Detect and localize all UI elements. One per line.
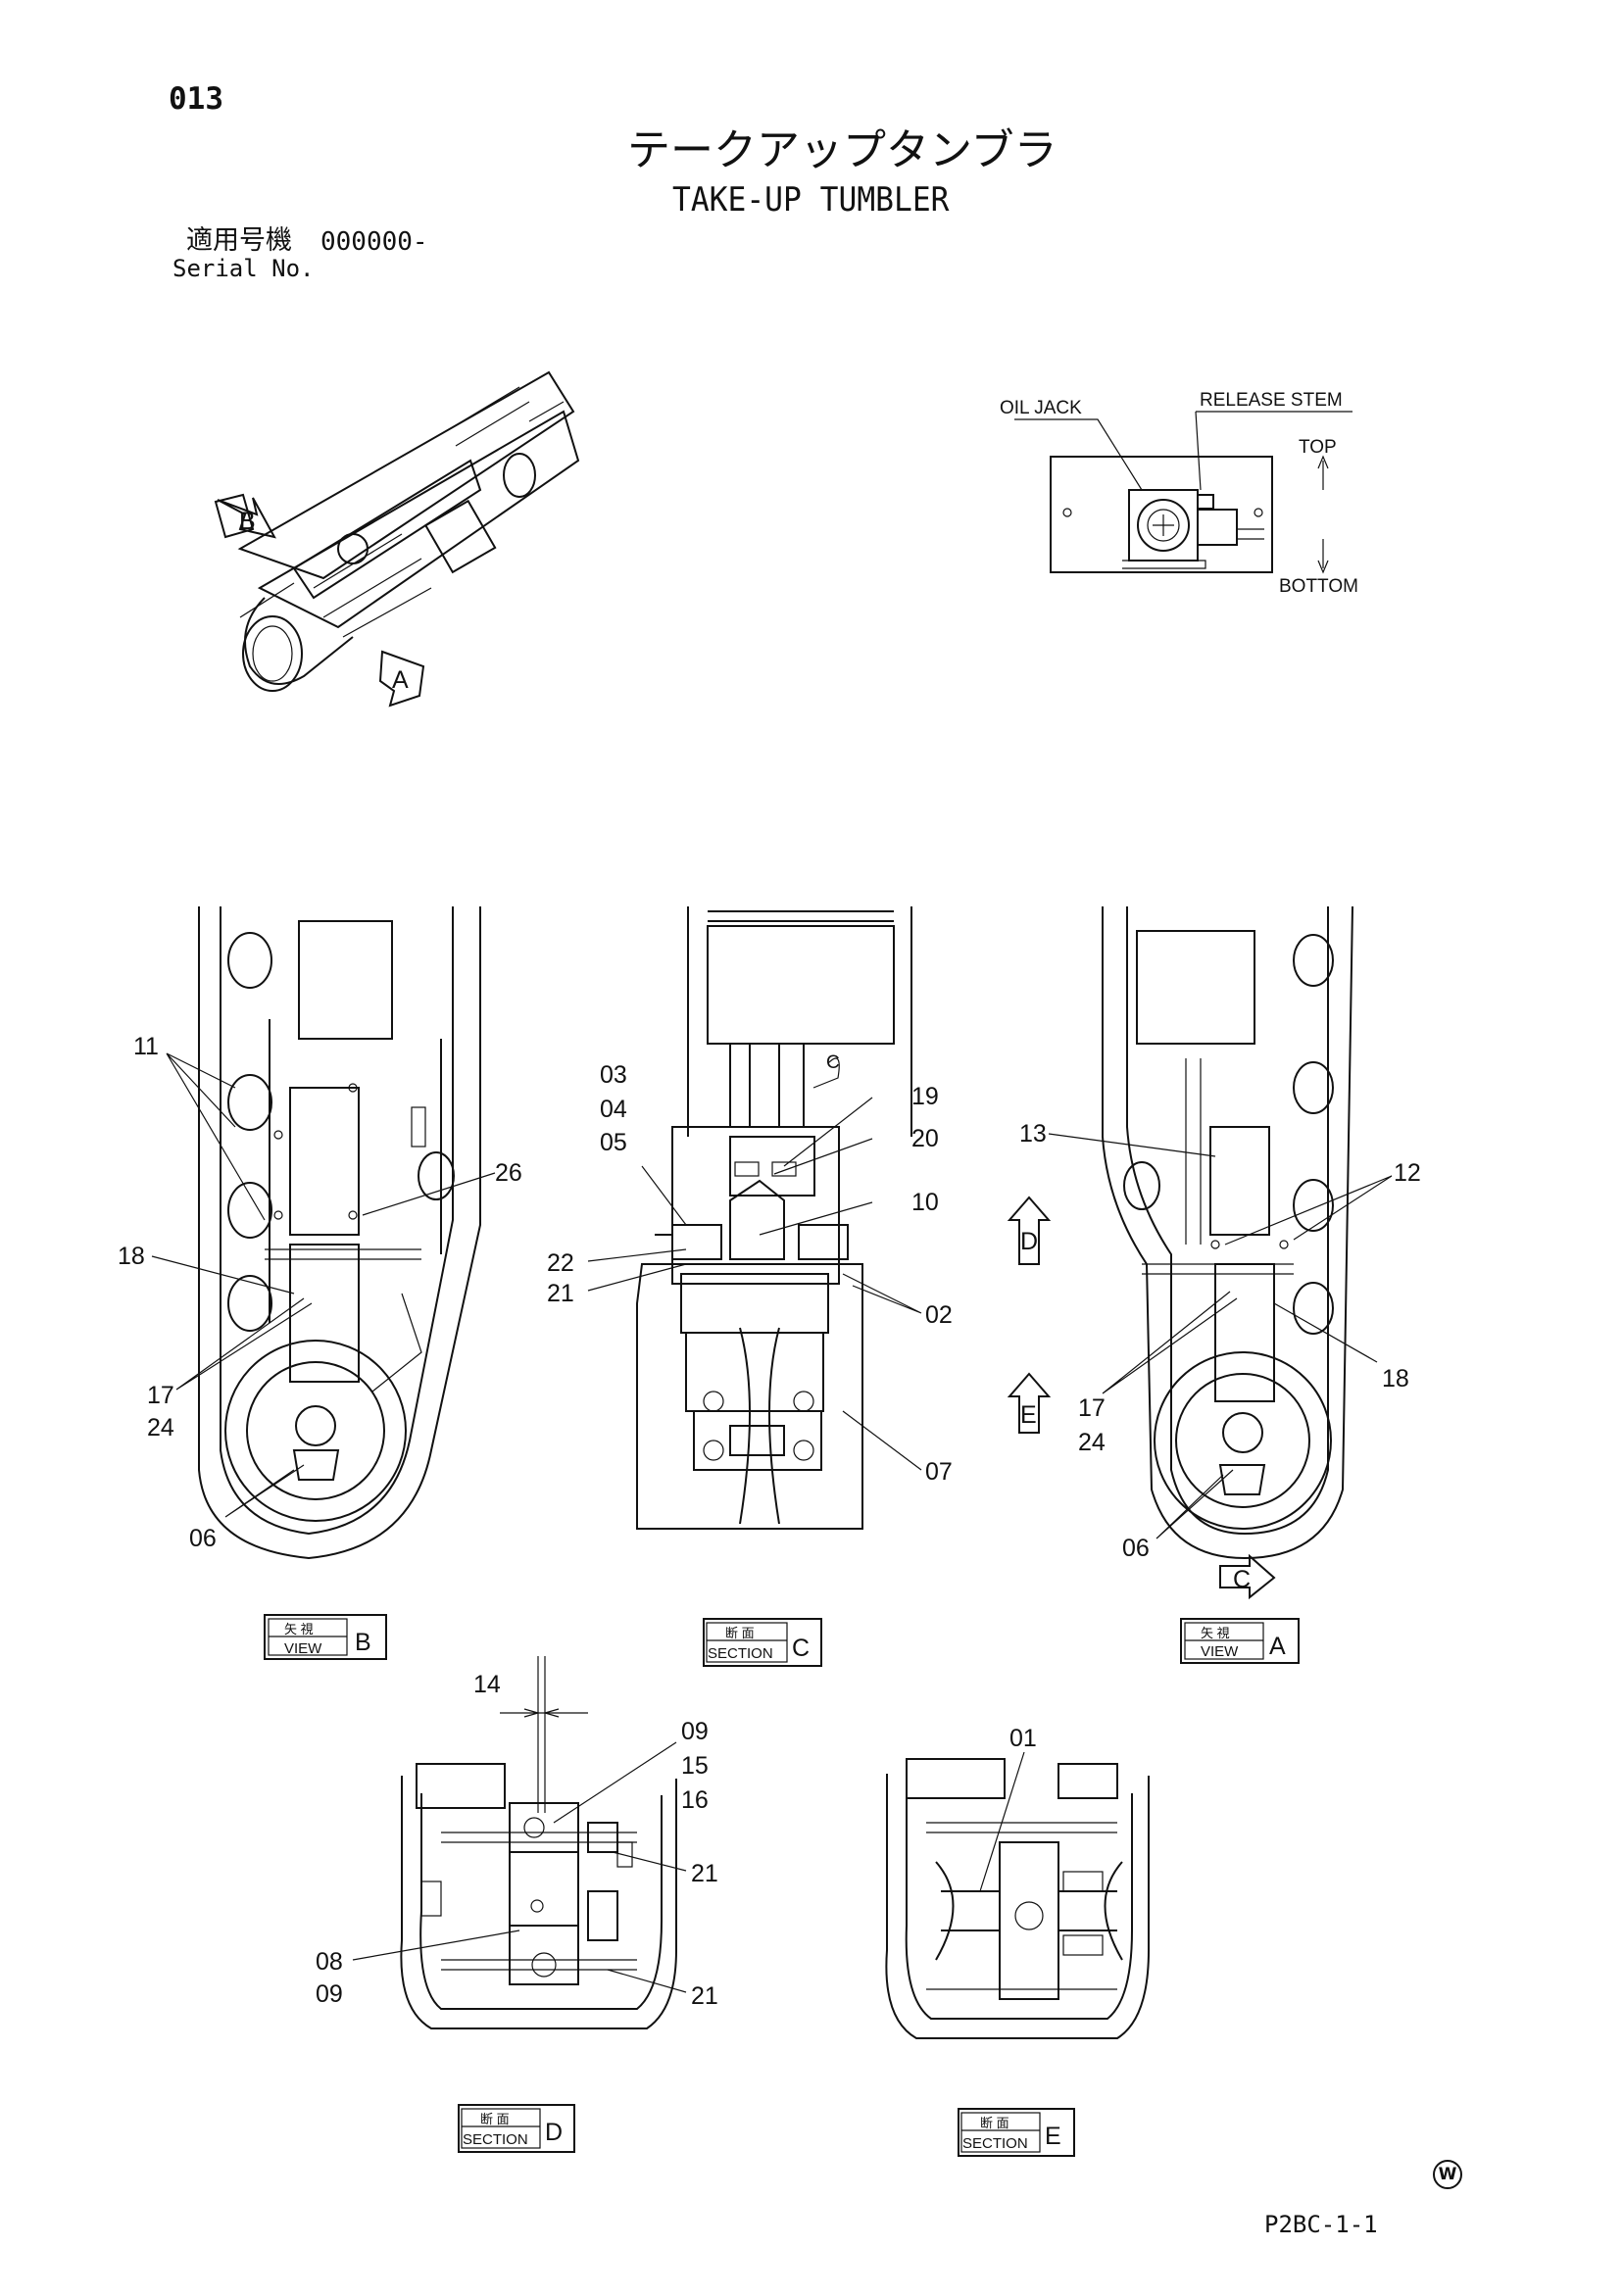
svg-text:E: E	[1020, 1401, 1037, 1429]
svg-text:C: C	[792, 1635, 810, 1662]
section-e-drawing: 01	[885, 1725, 1150, 2039]
svg-text:C: C	[1233, 1566, 1251, 1593]
label-24: 24	[1078, 1429, 1106, 1456]
section-d-drawing: 14 09 15 16 21 08 09 21	[316, 1656, 718, 2029]
label-14: 14	[473, 1671, 501, 1698]
label-bottom: BOTTOM	[1279, 576, 1358, 597]
view-arrow-c: C	[1219, 1553, 1276, 1600]
view-b-drawing: 11 26 18 17 24 06	[118, 906, 522, 1560]
label-17: 17	[147, 1382, 174, 1409]
label-18: 18	[1382, 1365, 1409, 1392]
label-06: 06	[189, 1525, 217, 1552]
svg-text:D: D	[545, 2119, 563, 2146]
label-19: 19	[911, 1083, 939, 1110]
label-07: 07	[925, 1458, 953, 1486]
caption-section-e: 断 面 SECTION E	[958, 2108, 1075, 2157]
label-08: 08	[316, 1948, 343, 1976]
label-05: 05	[600, 1129, 627, 1156]
svg-text:SECTION: SECTION	[962, 2135, 1028, 2152]
label-09-lower: 09	[316, 1980, 343, 2008]
overview-perspective: B A	[214, 370, 580, 708]
caption-section-c: 断 面 SECTION C	[703, 1618, 822, 1667]
svg-text:C: C	[826, 1052, 840, 1073]
label-21-lower: 21	[691, 1982, 718, 2010]
caption-view-a: 矢 視 VIEW A	[1180, 1618, 1300, 1664]
label-20: 20	[911, 1125, 939, 1152]
svg-text:D: D	[1020, 1228, 1038, 1255]
caption-section-d: 断 面 SECTION D	[458, 2104, 575, 2153]
svg-text:断 面: 断 面	[980, 2116, 1009, 2130]
title-english: TAKE-UP TUMBLER	[672, 180, 950, 220]
label-15: 15	[681, 1752, 709, 1780]
label-24: 24	[147, 1414, 174, 1441]
label-26: 26	[495, 1159, 522, 1187]
section-c-drawing: C 03 04 05 19 20 10 22 21 02 07	[547, 906, 953, 1530]
view-arrow-d: D	[1007, 1196, 1052, 1265]
label-09: 09	[681, 1718, 709, 1745]
label-18: 18	[118, 1243, 145, 1270]
svg-text:B: B	[239, 508, 256, 535]
svg-text:断 面: 断 面	[480, 2112, 510, 2126]
label-16: 16	[681, 1786, 709, 1814]
label-03: 03	[600, 1061, 627, 1089]
label-04: 04	[600, 1096, 627, 1123]
label-12: 12	[1394, 1159, 1421, 1187]
svg-text:VIEW: VIEW	[1201, 1643, 1239, 1660]
caption-view-b: 矢 視 VIEW B	[264, 1614, 387, 1660]
svg-text:SECTION: SECTION	[708, 1645, 773, 1662]
rollers-right	[1123, 934, 1334, 1335]
oil-jack-detail: OIL JACK RELEASE STEM TOP BOTTOM	[1000, 390, 1358, 597]
label-11: 11	[133, 1033, 159, 1060]
drawing-code: P2BC-1-1	[1264, 2211, 1378, 2238]
view-arrow-b: B	[214, 493, 276, 539]
label-oil-jack: OIL JACK	[1000, 398, 1082, 418]
label-17: 17	[1078, 1394, 1106, 1422]
label-10: 10	[911, 1189, 939, 1216]
label-13: 13	[1019, 1120, 1047, 1148]
serial-value: 000000-	[320, 227, 428, 257]
label-top: TOP	[1299, 437, 1337, 458]
svg-text:B: B	[355, 1629, 371, 1656]
title-japanese: テークアップタンブラ	[627, 125, 1057, 175]
view-a-drawing: D E C 13 12 18 17 24 06	[1007, 905, 1421, 1600]
view-arrow-a: A	[378, 650, 425, 708]
svg-text:A: A	[392, 666, 409, 694]
view-arrow-e: E	[1007, 1372, 1052, 1434]
svg-text:A: A	[1269, 1633, 1286, 1660]
label-02: 02	[925, 1301, 953, 1329]
serial-label-japanese: 適用号機	[186, 225, 292, 256]
watermark-icon: W	[1433, 2160, 1462, 2189]
svg-text:矢 視: 矢 視	[1201, 1626, 1230, 1640]
svg-text:断 面: 断 面	[725, 1626, 755, 1640]
label-release-stem: RELEASE STEM	[1200, 390, 1343, 411]
label-06: 06	[1122, 1535, 1150, 1562]
page-number: 013	[169, 81, 223, 117]
label-21: 21	[547, 1280, 574, 1307]
svg-text:E: E	[1045, 2123, 1061, 2150]
svg-text:VIEW: VIEW	[284, 1640, 322, 1657]
rollers-left	[227, 932, 455, 1332]
label-22: 22	[547, 1249, 574, 1277]
label-21: 21	[691, 1860, 718, 1887]
svg-text:矢 視: 矢 視	[284, 1622, 314, 1637]
label-01: 01	[1009, 1725, 1037, 1752]
serial-label-english: Serial No.	[172, 255, 315, 282]
svg-text:SECTION: SECTION	[463, 2131, 528, 2148]
